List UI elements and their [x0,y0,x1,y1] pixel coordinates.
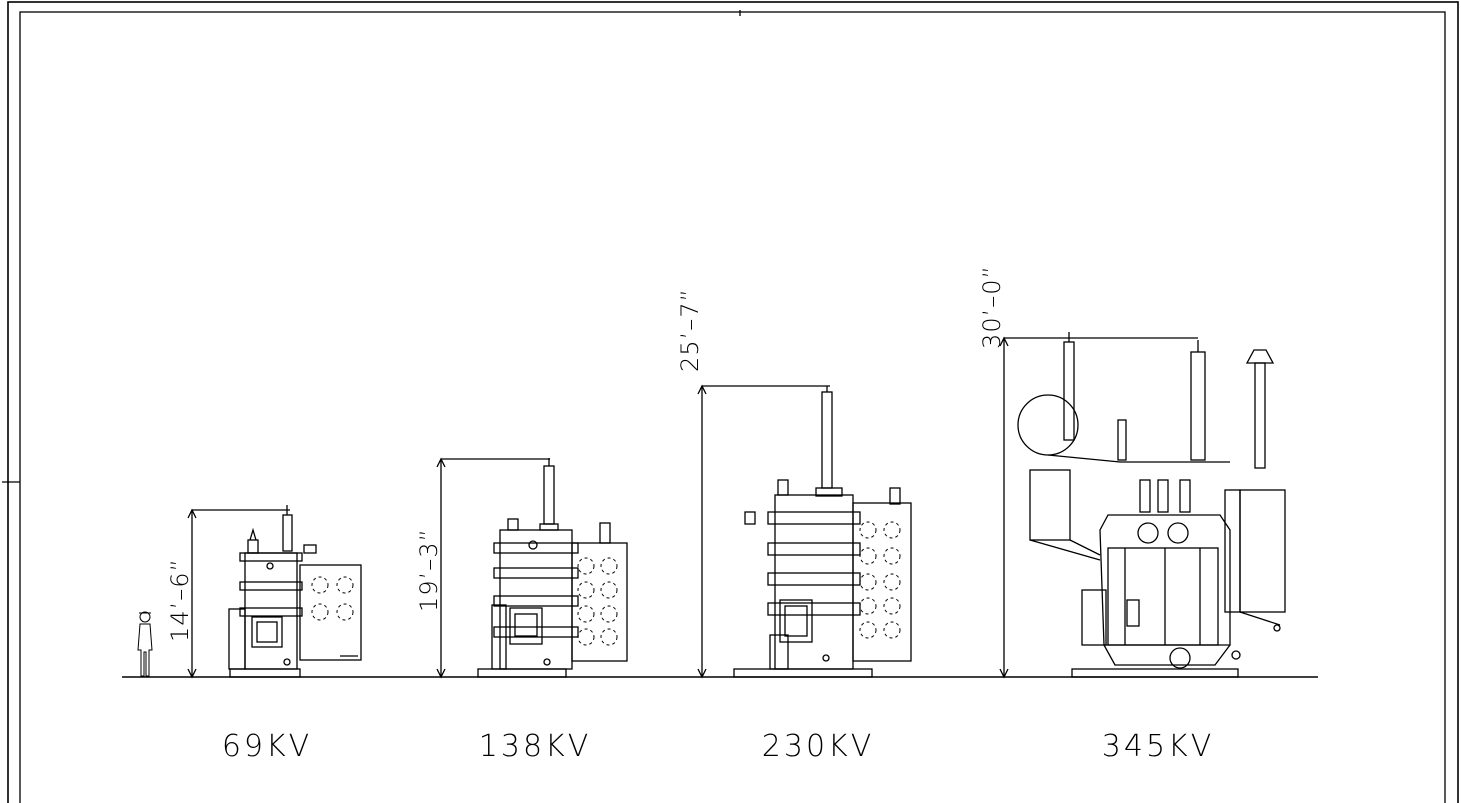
height-label-69kv: 14’–6” [166,558,194,642]
transformer-69kv [187,505,362,679]
transformer-345kv [999,332,1286,679]
voltage-label-230kv: 230KV [762,729,874,764]
voltage-label-69kv: 69KV [222,729,312,764]
height-label-345kv: 30’–0” [978,265,1006,349]
height-label-230kv: 25’–7” [676,288,704,372]
person-scale-figure [137,611,153,677]
transformer-138kv [436,457,628,679]
voltage-label-138kv: 138KV [479,729,591,764]
height-label-138kv: 19’–3” [415,528,443,612]
transformer-230kv [697,384,912,679]
voltage-label-345kv: 345KV [1102,729,1214,764]
